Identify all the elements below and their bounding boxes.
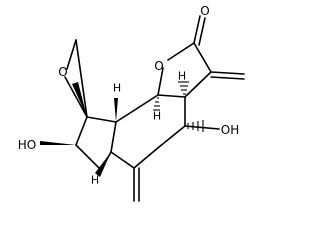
- bond-c10-c11: [86, 116, 117, 123]
- bond-epoxide-ch2-c: [75, 39, 88, 118]
- bond-c2-o-double-a: [193, 15, 201, 44]
- bond-c12-c13: [75, 144, 102, 171]
- epoxide-oxygen-label: O: [58, 65, 67, 79]
- bond-c3-c4: [184, 71, 212, 98]
- bond-c2-c3: [193, 42, 212, 73]
- bond-c7-c8: [133, 146, 160, 169]
- bond-c11-c12: [75, 116, 88, 146]
- hashed-bonds: [153, 81, 204, 132]
- wedge-epoxide: [72, 82, 87, 117]
- wedge-top-h: [114, 98, 118, 122]
- hydroxyl-right-label: OH: [221, 123, 239, 137]
- bond-c4-c5: [157, 94, 186, 98]
- bond-c10-c5: [115, 94, 159, 123]
- bond-o-c2: [167, 42, 195, 61]
- h-top-center-label: H: [113, 82, 121, 95]
- bond-c6-oh: [184, 125, 220, 130]
- atom-labels: O O O HO OH H H H H: [18, 4, 239, 187]
- bonds: [64, 15, 245, 202]
- ring-oxygen-label: O: [154, 59, 163, 73]
- bond-c6-c7: [158, 125, 186, 148]
- molecule-diagram: O O O HO OH H H H H: [18, 4, 245, 202]
- h-lactone-label: H: [153, 110, 161, 123]
- stereo-bonds: [40, 82, 118, 177]
- wedge-left-oh: [40, 141, 76, 145]
- bond-c5-o: [157, 67, 164, 96]
- carbonyl-oxygen-label: O: [200, 4, 209, 18]
- bond-c8-c9: [110, 151, 135, 169]
- hydroxyl-left-label: HO: [18, 138, 36, 152]
- wedge-lower-h: [95, 152, 111, 177]
- bond-epoxide-o-ch2: [66, 39, 77, 70]
- bond-methylene-top-b: [210, 76, 245, 80]
- bond-methylene-top-a: [210, 71, 245, 75]
- h-lower-label: H: [91, 174, 99, 187]
- bond-c9-c10: [110, 121, 117, 153]
- bond-c2-o-double-b: [198, 17, 206, 46]
- h-right-label: H: [178, 70, 186, 83]
- bond-epoxide-c-o: [64, 76, 88, 118]
